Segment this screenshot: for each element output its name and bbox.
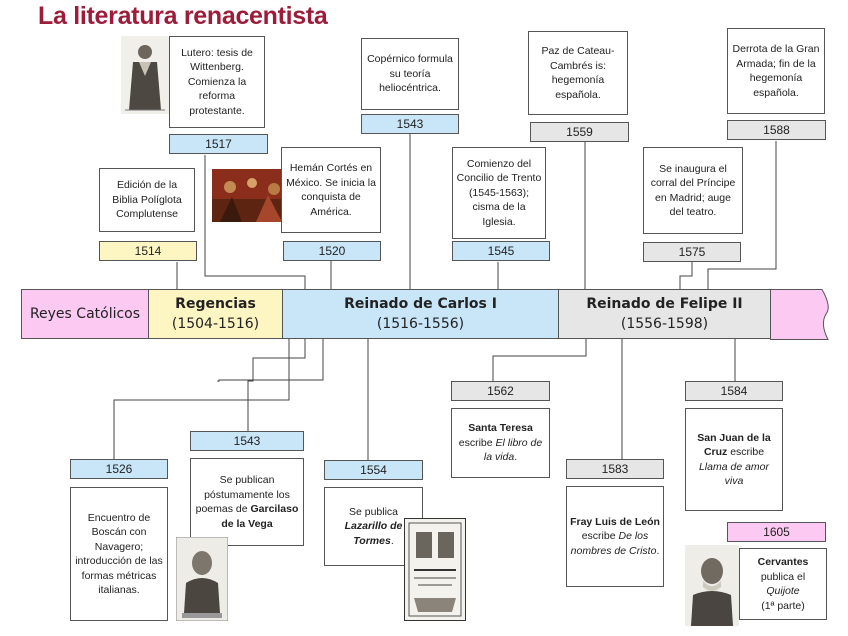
year-label-1584: 1584 [685,381,783,401]
note-work-title: Llama de amor viva [698,460,770,488]
note-author: Fray Luis de León [570,515,660,528]
luther-portrait-image [121,36,169,114]
band-years: (1556-1598) [620,316,709,332]
event-note-1526: Encuentro de Boscán con Navagero; introd… [70,487,168,621]
band-regencias: Regencias (1504-1516) [148,289,283,339]
year-label-1575: 1575 [643,242,741,262]
band-carlos-i: Reinado de Carlos I (1516-1556) [282,289,559,339]
year-label-1520: 1520 [283,241,381,261]
event-note-1575: Se inaugura el corral del Príncipe en Ma… [643,147,743,234]
event-note-1517: Lutero: tesis de Wittenberg. Comienza la… [169,36,265,128]
event-note-1588: Derrota de la Gran Armada; fin de la heg… [727,28,825,114]
year-label-1605: 1605 [727,522,826,542]
note-work-title: Lazarillo de Tormes [344,520,403,547]
event-note-copernico: Copérnico formula su teoría heliocéntric… [361,38,459,110]
event-note-1520: Hemán Cortés en México. Se inicia la con… [281,147,381,233]
year-label-1562: 1562 [451,381,550,401]
event-note-1583: Fray Luis de León escribe De los nombres… [566,486,664,587]
note-text: Se publica [348,505,399,518]
garcilaso-portrait-image [175,536,229,622]
year-label-1545: 1545 [452,241,550,261]
year-label-1583: 1583 [566,459,664,479]
year-label-1526: 1526 [70,459,168,479]
event-note-1559: Paz de Cateau-Cambrés is: hegemonía espa… [528,31,628,115]
note-work-title: Quijote [766,585,800,597]
band-name: Reinado de Felipe II [586,296,743,312]
note-work-title: De los nombres de Cristo [570,530,657,557]
band-felipe-ii: Reinado de Felipe II (1556-1598) [558,289,771,339]
lazarillo-cover-image [403,517,467,622]
year-label-1559: 1559 [530,122,629,142]
note-author: Cervantes [757,556,809,568]
year-label-1554: 1554 [324,460,423,480]
event-note-1584: San Juan de la Cruz escribe Llama de amo… [685,408,783,511]
note-author: Santa Teresa [468,422,533,435]
band-reyes-catolicos: Reyes Católicos [21,289,149,339]
note-author: Garcilaso de la Vega [221,503,299,530]
band-years: (1516-1556) [376,316,465,332]
band-arrow-end [770,289,829,340]
band-label: Reyes Católicos [29,306,141,322]
cervantes-portrait-image [685,545,739,626]
event-note-1514: Edición de la Biblia Políglota Compluten… [99,168,195,232]
page-title: La literatura renacentista [38,2,328,30]
band-name: Reinado de Carlos I [344,296,497,312]
year-label-1543: 1543 [190,431,304,451]
year-label-1588: 1588 [727,120,826,140]
note-text: Se publican póstumamente los poemas de [195,474,290,515]
note-author: San Juan de la Cruz [697,431,771,459]
year-label-1514: 1514 [99,241,197,261]
note-work-title: El libro de la vida [483,436,543,464]
event-note-1543: Se publican póstumamente los poemas de G… [190,458,304,546]
year-label-1543-top: 1543 [361,114,459,134]
band-years: (1504-1516) [171,316,260,332]
band-name: Regencias [175,296,256,312]
event-note-1545: Comienzo del Concilio de Trento (1545-15… [452,147,546,239]
year-label-1517: 1517 [169,134,268,154]
event-note-1605: Cervantes publica el Quijote (1ª parte) [739,548,827,620]
event-note-1562: Santa Teresa escribe El libro de la vida… [451,408,550,478]
